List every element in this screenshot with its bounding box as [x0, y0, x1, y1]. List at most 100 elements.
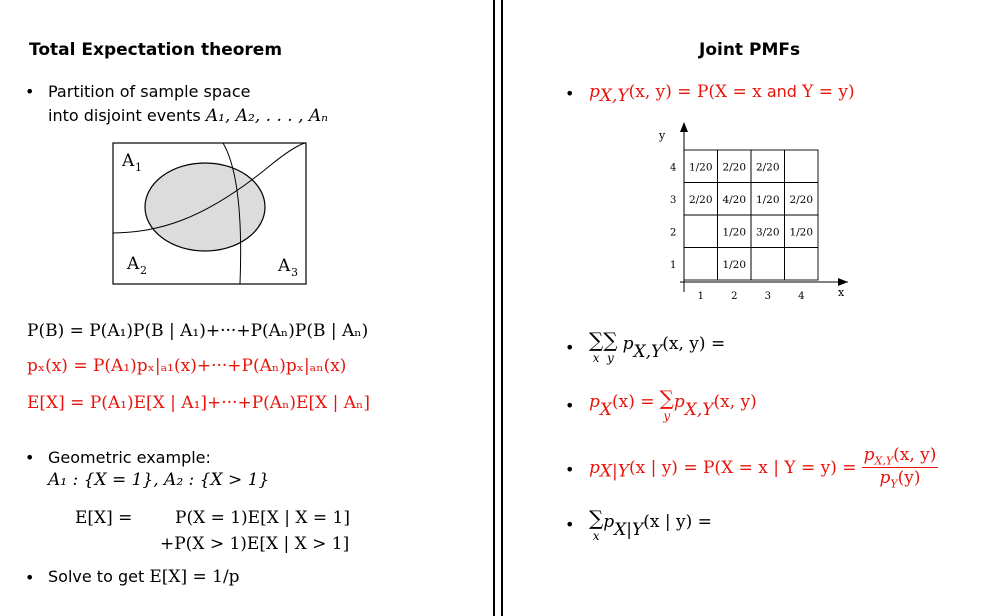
sum-y: ∑y [659, 386, 674, 423]
sum-y: ∑y [603, 328, 618, 365]
cell-probability: 1/20 [689, 161, 713, 173]
venn-sub-3: 3 [291, 266, 298, 279]
grid-cell [750, 247, 785, 281]
y-tick-label: 4 [670, 162, 676, 173]
bullet1-line2-math: A₁, A₂, . . . , Aₙ [205, 106, 329, 126]
venn-label-a1: A [121, 151, 135, 171]
bullet-dot: • [565, 515, 575, 534]
cell-probability: 3/20 [756, 226, 780, 238]
grid-cell [683, 214, 718, 248]
venn-sub-2: 2 [140, 264, 147, 277]
cond-num-sub: X,Y [874, 454, 894, 468]
def-and: and [766, 82, 797, 101]
y-axis-label: y [658, 129, 666, 142]
cond-den-rest: (y) [897, 468, 921, 489]
sum1-sub: X,Y [633, 342, 663, 362]
sum1-p: p [622, 334, 634, 354]
joint-pmf-definition: pX,Y(x, y) = P(X = x and Y = y) [589, 82, 855, 106]
cell-probability: 2/20 [789, 194, 813, 206]
bullet3-math: E[X] = 1/p [149, 567, 240, 587]
cond-mid: (x | y) = P(X = x | Y = y) = [628, 457, 857, 478]
cond-num-p: p [863, 445, 875, 465]
marg-p: p [589, 392, 600, 412]
grid-cell [784, 149, 819, 183]
bullet-dot: • [25, 82, 35, 101]
bullet1-line2: into disjoint events A₁, A₂, . . . , Aₙ [48, 106, 328, 126]
sum2-index-x: x [592, 529, 600, 543]
right-title: Joint PMFs [699, 40, 801, 60]
sum-x: ∑x [589, 506, 604, 543]
x-tick-label: 3 [765, 291, 771, 302]
cell-probability: 1/20 [756, 194, 780, 206]
bullet-dot: • [565, 460, 575, 479]
page-divider-right [501, 0, 503, 616]
cond-fraction: pX,Y(x, y) pY(y) [861, 445, 939, 491]
marg-body-p: p [673, 392, 685, 412]
y-tick-label: 1 [670, 260, 676, 271]
sum-index-x: x [592, 351, 600, 365]
def-rest: Y = y) [802, 82, 855, 102]
left-title: Total Expectation theorem [29, 40, 283, 60]
x-tick-label: 2 [731, 291, 737, 302]
geometric-events: A₁ : {X = 1}, A₂ : {X > 1} [48, 470, 270, 490]
bullet-dot: • [25, 448, 35, 467]
marg-mid: (x) = [612, 392, 655, 412]
bullet-dot: • [565, 396, 575, 415]
venn-sub-1: 1 [135, 161, 142, 174]
marg-sub: X [599, 400, 612, 420]
cell-probability: 2/20 [756, 161, 780, 173]
partition-diagram: A 1 A 2 A 3 [112, 142, 307, 285]
marg-rest: (x, y) [713, 392, 757, 412]
sum-index-y: y [607, 351, 614, 365]
x-tick-label: 4 [798, 291, 804, 302]
cond-den-sub: Y [890, 477, 898, 491]
cell-probability: 2/20 [722, 161, 746, 173]
cell-probability: 4/20 [722, 194, 746, 206]
cond-num-rest: (x, y) [893, 445, 937, 465]
grid-cell [784, 247, 819, 281]
example-lhs: E[X] = [75, 508, 133, 528]
cond-p: p [589, 457, 600, 478]
x-tick-label: 1 [698, 291, 704, 302]
conditional-pmf: pX|Y(x | y) = P(X = x | Y = y) = pX,Y(x,… [589, 445, 939, 491]
sum2-p: p [603, 512, 615, 532]
bullet-dot: • [565, 338, 575, 357]
cell-probability: 1/20 [722, 226, 746, 238]
cell-probability: 1/20 [789, 226, 813, 238]
y-tick-label: 3 [670, 195, 676, 206]
bullet3-text: Solve to get [48, 567, 145, 586]
def-sub: X,Y [599, 86, 629, 107]
venn-label-a3: A [277, 256, 291, 276]
example-rhs-line1: P(X = 1)E[X | X = 1] [175, 508, 350, 528]
sum2-rest: (x | y) = [643, 512, 712, 532]
bullet-dot: • [25, 568, 35, 587]
joint-pmf-table: y x 1/20 2/20 2/20 2/20 4/20 1/20 2/20 1/20 3/20… [658, 122, 848, 302]
example-rhs-line2: +P(X > 1)E[X | X > 1] [160, 534, 350, 554]
bullet-dot: • [565, 84, 575, 103]
double-sum: ∑x∑y pX,Y(x, y) = [589, 330, 725, 364]
cond-den-p: p [879, 468, 891, 489]
cell-probability: 2/20 [689, 194, 713, 206]
equation-total-expectation: E[X] = P(A₁)E[X | A₁]+···+P(Aₙ)E[X | Aₙ] [27, 393, 371, 413]
bullet3: Solve to get E[X] = 1/p [48, 567, 240, 587]
cell-probability: 1/20 [722, 259, 746, 271]
sum2-sub: X|Y [614, 520, 644, 540]
equation-total-probability: P(B) = P(A₁)P(B | A₁)+···+P(Aₙ)P(B | Aₙ) [27, 321, 369, 341]
marg-body-sub: X,Y [684, 400, 714, 420]
bullet1-line2-text: into disjoint events [48, 106, 201, 125]
marg-index-y: y [663, 409, 671, 423]
page-divider-left [493, 0, 495, 616]
x-axis-label: x [838, 286, 845, 299]
def-args: (x, y) = P(X = x [628, 82, 762, 102]
cond-sub: X|Y [599, 461, 629, 482]
grid-cell [683, 247, 718, 281]
y-tick-label: 2 [670, 227, 676, 238]
sum1-rest: (x, y) = [662, 334, 726, 354]
bullet2-text: Geometric example: [48, 448, 211, 467]
venn-label-a2: A [126, 254, 140, 274]
def-p: p [589, 82, 600, 102]
equation-total-pmf: pₓ(x) = P(A₁)pₓ|ₐ₁(x)+···+P(Aₙ)pₓ|ₐₙ(x) [27, 356, 347, 376]
sum-x: ∑x [589, 328, 604, 365]
